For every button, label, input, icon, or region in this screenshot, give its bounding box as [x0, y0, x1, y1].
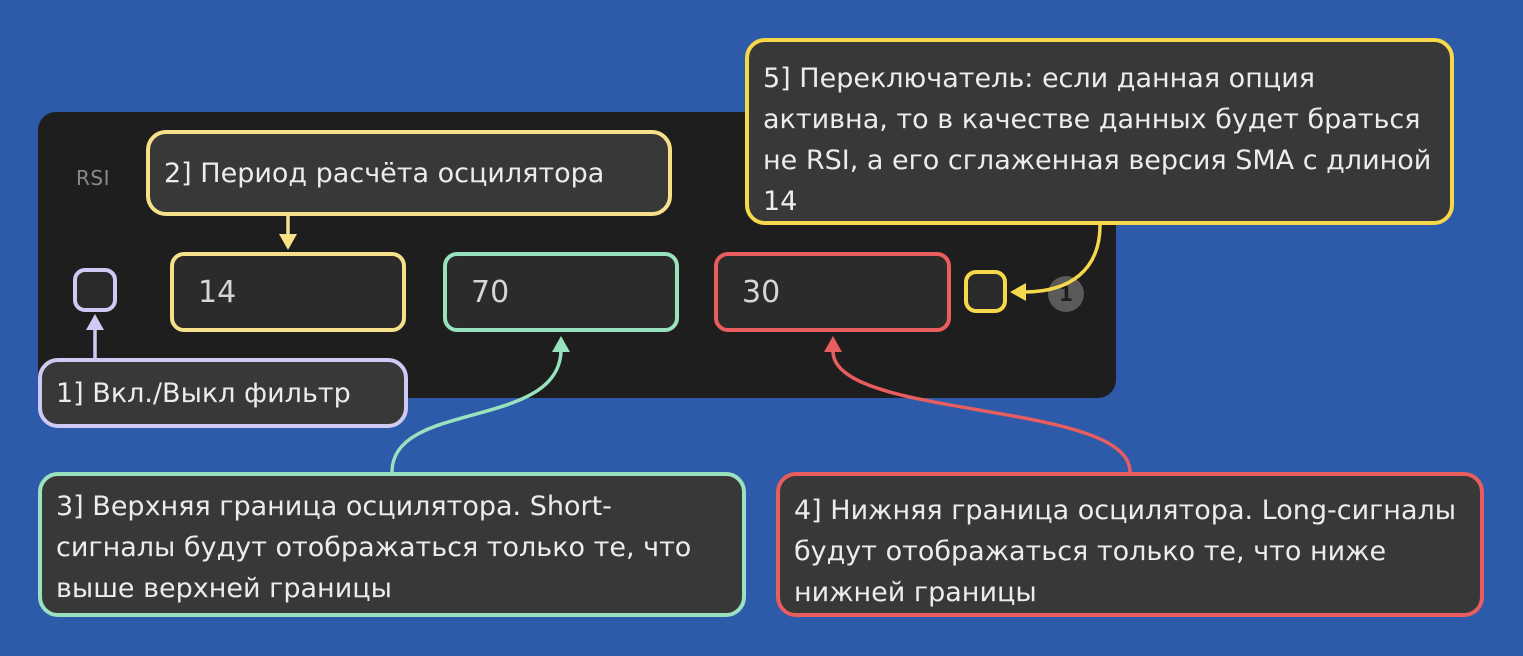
- callout-sma-switch: 5] Переключатель: если данная опция акти…: [745, 38, 1454, 225]
- filter-arrow: [86, 314, 104, 358]
- rsi-title: RSI: [76, 166, 110, 190]
- period-arrow: [279, 216, 297, 250]
- sma-toggle-checkbox[interactable]: [964, 270, 1007, 313]
- period-input[interactable]: 14: [170, 252, 406, 332]
- lower-arrow: [824, 336, 1132, 473]
- callout-period: 2] Период расчёта осцилятора: [146, 130, 672, 216]
- callout-lower-bound: 4] Нижняя граница осцилятора. Long-сигна…: [776, 472, 1484, 617]
- upper-arrow: [390, 336, 570, 473]
- callout-filter-toggle: 1] Вкл./Выкл фильтр: [38, 358, 408, 428]
- callout-upper-bound: 3] Верхняя граница осцилятора. Short-сиг…: [38, 472, 746, 617]
- lower-bound-input[interactable]: 30: [714, 252, 951, 332]
- upper-bound-input[interactable]: 70: [443, 252, 679, 332]
- filter-toggle-checkbox[interactable]: [73, 268, 117, 312]
- sma-arrow: [1010, 224, 1102, 301]
